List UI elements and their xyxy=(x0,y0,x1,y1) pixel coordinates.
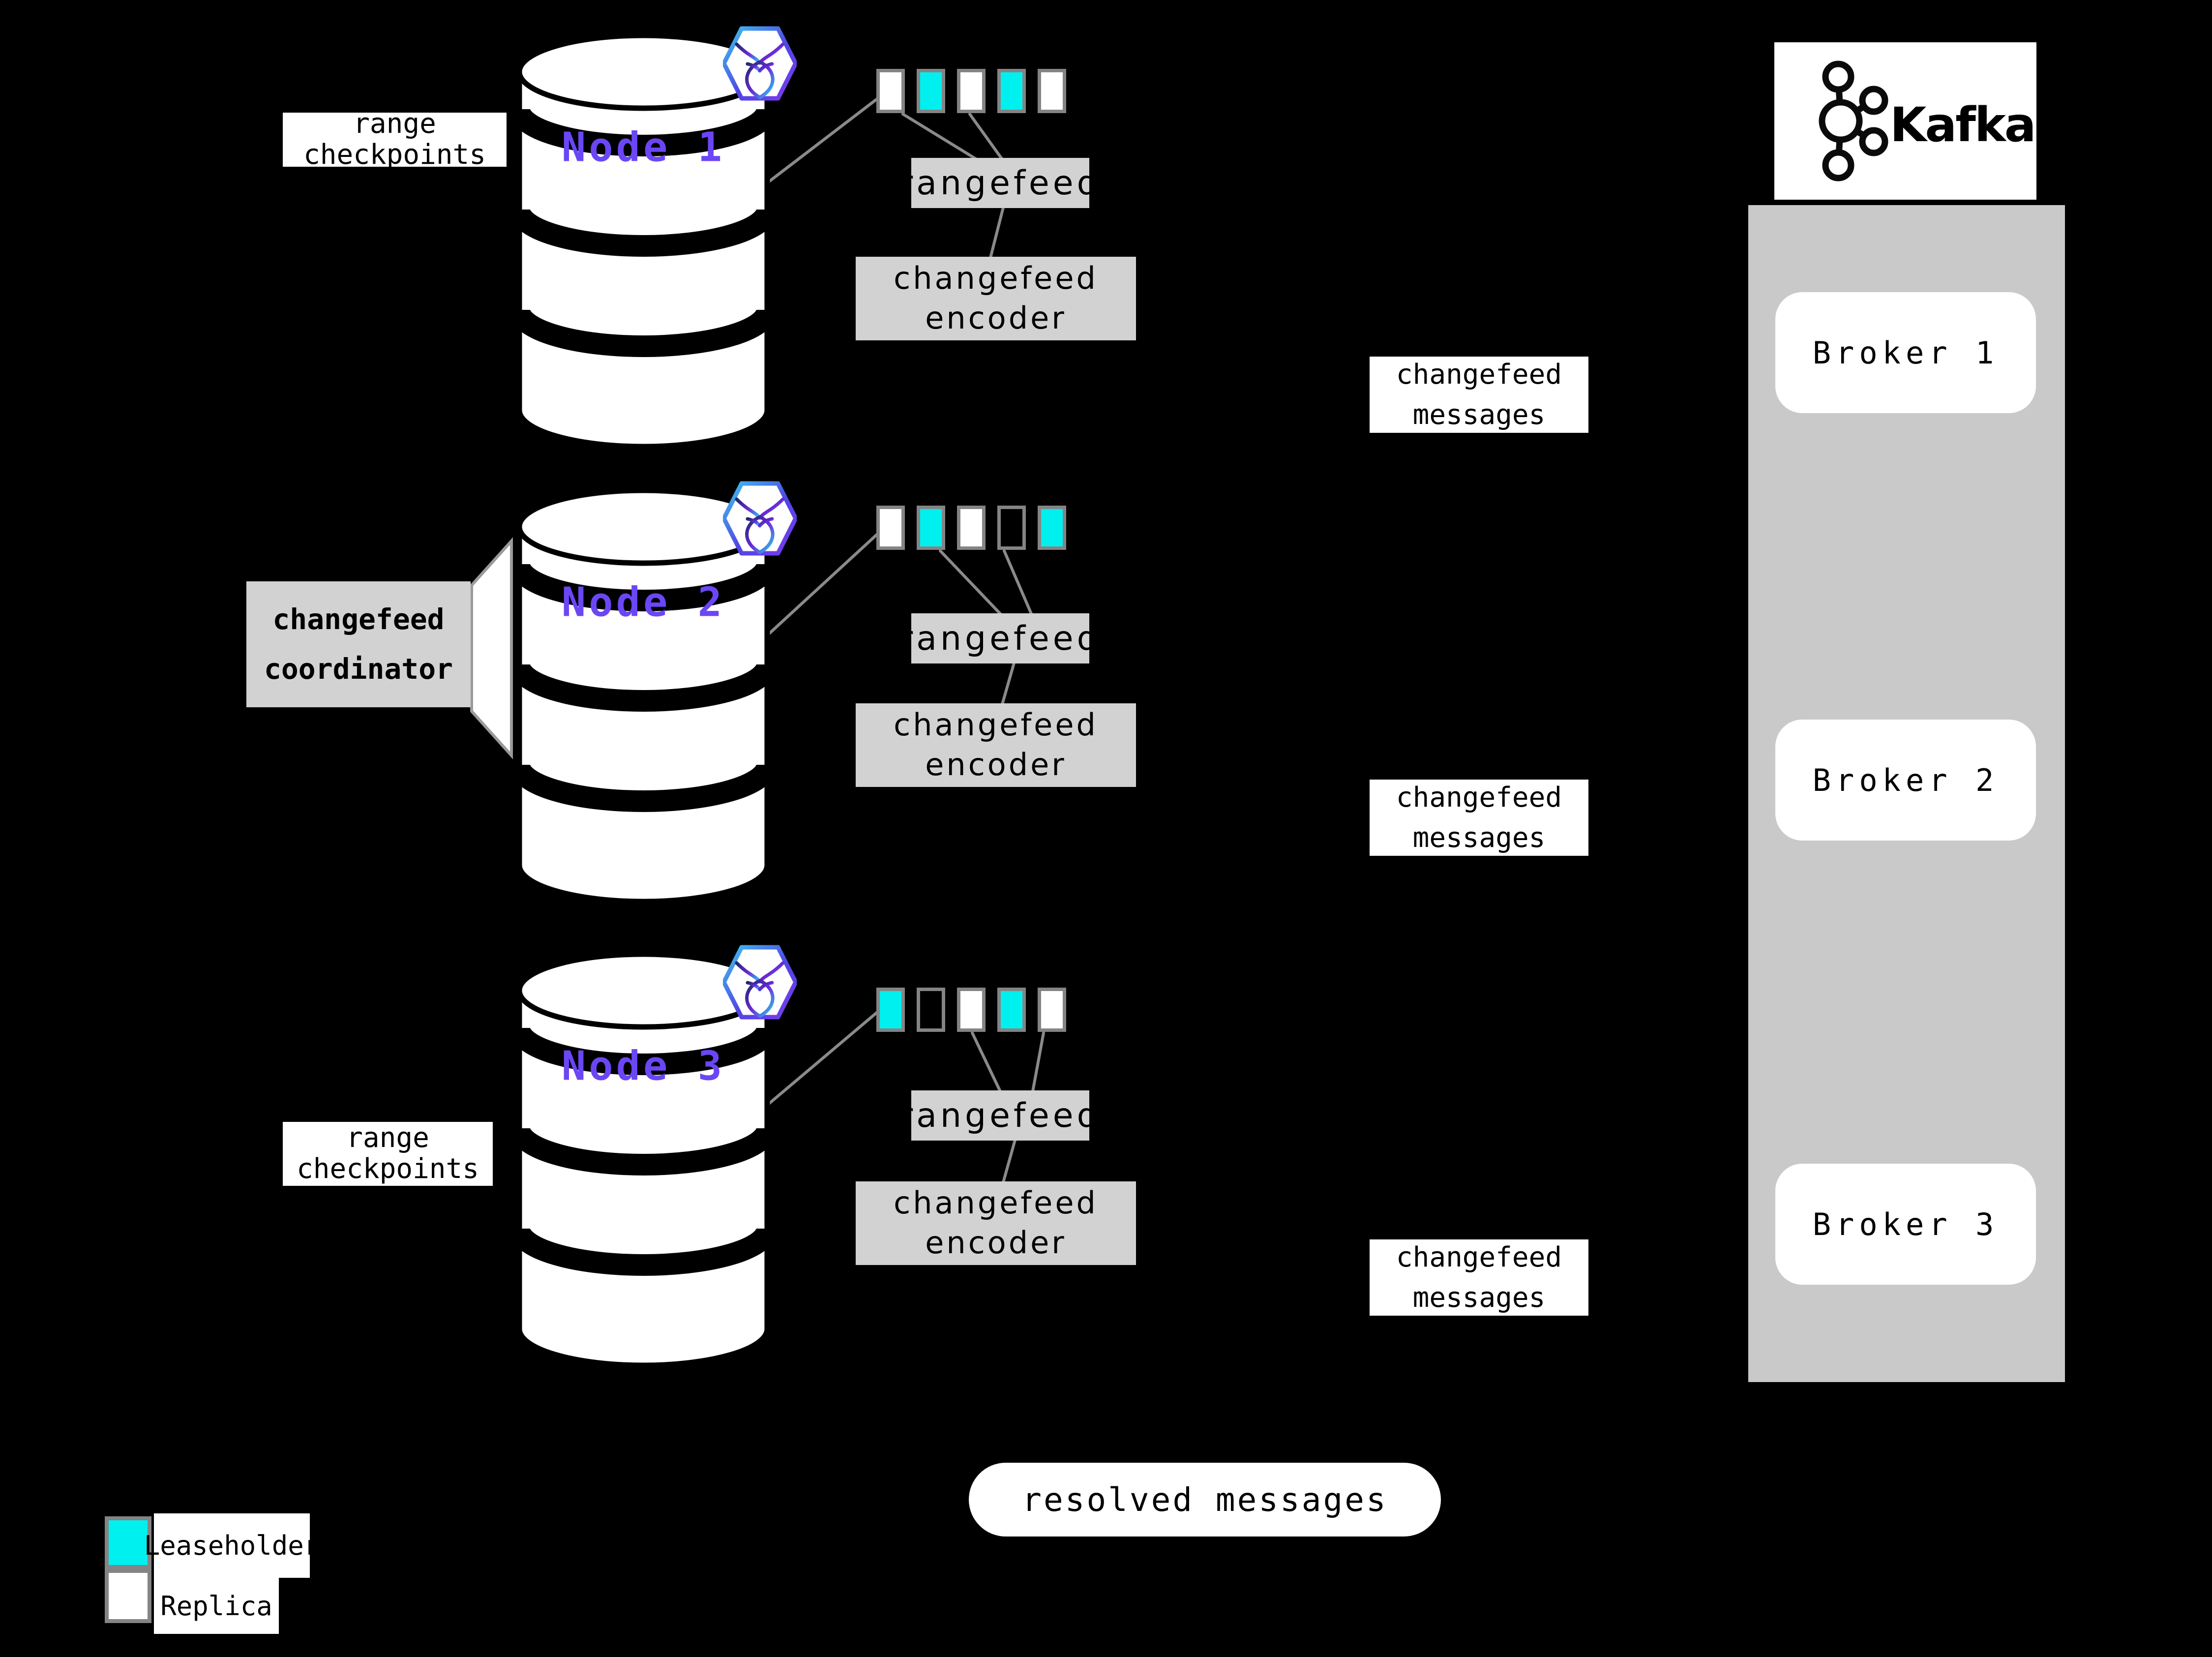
cockroachdb-badge-icon xyxy=(723,26,797,101)
range-squares xyxy=(876,506,1066,550)
broker-box: Broker 3 xyxy=(1775,1164,2036,1285)
range-replica-square xyxy=(876,69,905,113)
range-empty-square xyxy=(917,988,945,1032)
broker-box: Broker 2 xyxy=(1775,720,2036,841)
connector-line xyxy=(766,1010,879,1107)
range-leaseholder-square xyxy=(1038,506,1066,550)
changefeed-coordinator-box: changefeed coordinator xyxy=(246,581,471,707)
kafka-brand: Kafka xyxy=(1890,97,2036,152)
range-checkpoints-label: range checkpoints xyxy=(283,113,507,167)
range-leaseholder-square xyxy=(997,69,1026,113)
connector-line xyxy=(1031,1031,1045,1093)
node-label: Node 1 xyxy=(561,124,725,171)
range-empty-square xyxy=(997,506,1026,550)
range-replica-square xyxy=(876,506,905,550)
changefeed-messages-label: changefeed messages xyxy=(1370,780,1588,856)
node-cylinder xyxy=(515,487,771,904)
connector-line xyxy=(1001,662,1016,706)
range-replica-square xyxy=(1038,69,1066,113)
range-replica-square xyxy=(957,69,986,113)
connector-line xyxy=(901,113,978,161)
changefeed-encoder-box: changefeed encoder xyxy=(856,703,1136,787)
legend-replica-swatch xyxy=(105,1569,151,1623)
kafka-logo-box: Kafka xyxy=(1774,42,2036,200)
range-leaseholder-square xyxy=(876,988,905,1032)
broker-box: Broker 1 xyxy=(1775,292,2036,413)
connector-line xyxy=(971,1031,1002,1093)
changefeed-encoder-box: changefeed encoder xyxy=(856,257,1136,340)
legend-leaseholder-swatch xyxy=(105,1516,151,1569)
cockroachdb-badge-icon xyxy=(723,481,797,556)
node-cylinder xyxy=(515,951,771,1368)
connector-line xyxy=(968,113,1004,161)
changefeed-encoder-box: changefeed encoder xyxy=(856,1181,1136,1265)
range-squares xyxy=(876,69,1066,113)
resolved-messages-pill: resolved messages xyxy=(969,1463,1441,1536)
range-replica-square xyxy=(1038,988,1066,1032)
legend-leaseholder-label: Leaseholder xyxy=(144,1513,320,1578)
range-leaseholder-square xyxy=(917,506,945,550)
connector-line xyxy=(1003,549,1033,616)
rangefeed-box: rangefeed xyxy=(899,613,1098,663)
node-label: Node 2 xyxy=(561,579,725,626)
changefeed-messages-label: changefeed messages xyxy=(1370,1239,1588,1316)
range-replica-square xyxy=(957,988,986,1032)
rangefeed-box: rangefeed xyxy=(899,158,1098,208)
range-replica-square xyxy=(957,506,986,550)
changefeed-messages-label: changefeed messages xyxy=(1370,357,1588,433)
connector-line xyxy=(766,97,879,184)
range-leaseholder-square xyxy=(917,69,945,113)
connector-line xyxy=(939,549,1003,616)
range-checkpoints-label: range checkpoints xyxy=(283,1122,493,1186)
connector-line xyxy=(989,206,1005,259)
cockroachdb-badge-icon xyxy=(723,945,797,1020)
rangefeed-box: rangefeed xyxy=(899,1090,1098,1141)
legend-replica-label: Replica xyxy=(154,1578,279,1634)
node-label: Node 3 xyxy=(561,1043,725,1090)
range-squares xyxy=(876,988,1066,1032)
kafka-icon xyxy=(1819,60,1888,181)
connector-line xyxy=(1002,1139,1016,1184)
range-leaseholder-square xyxy=(997,988,1026,1032)
